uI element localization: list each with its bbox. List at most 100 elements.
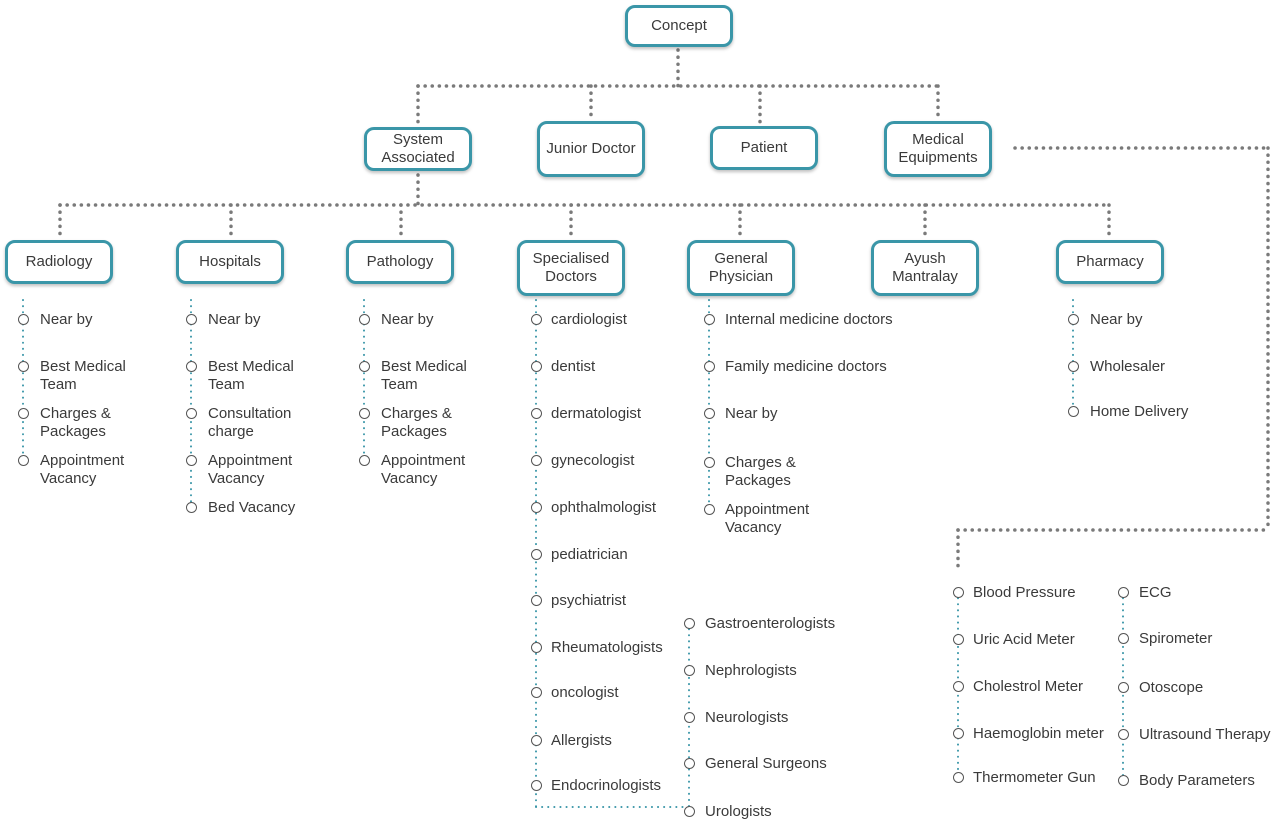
bullet <box>531 361 542 372</box>
physician-item-family-medicine: Family medicine doctors <box>725 358 887 375</box>
equipment-cholestrol-meter: Cholestrol Meter <box>973 678 1084 695</box>
node-specialised-doctors: Specialised Doctors <box>517 240 625 296</box>
bullet <box>953 772 964 783</box>
bullet <box>186 361 197 372</box>
bullet <box>531 735 542 746</box>
bullet <box>531 780 542 791</box>
node-radiology: Radiology <box>5 240 113 284</box>
specialist-item-gynecologist: gynecologist <box>551 452 635 469</box>
bullet <box>531 502 542 513</box>
node-patient: Patient <box>710 126 818 170</box>
radiology-item-charges-packages: Charges & Packages <box>40 405 111 440</box>
equipment-thermometer-gun: Thermometer Gun <box>973 769 1096 786</box>
radiology-item-appointment-vacancy: Appointment Vacancy <box>40 452 125 487</box>
bullet <box>186 314 197 325</box>
bullet <box>531 314 542 325</box>
equipment-body-parameters: Body Parameters <box>1139 772 1255 789</box>
equipment-blood-pressure: Blood Pressure <box>973 584 1076 601</box>
pathology-item-charges-packages: Charges & Packages <box>381 405 452 440</box>
equipment-haemoglobin-meter: Haemoglobin meter <box>973 725 1104 742</box>
specialist-item-neurologists: Neurologists <box>705 709 789 726</box>
hospitals-item-bed-vacancy: Bed Vacancy <box>208 499 296 516</box>
specialist-item-pediatrician: pediatrician <box>551 546 628 563</box>
bullet <box>953 681 964 692</box>
bullet <box>1118 682 1129 693</box>
node-pathology: Pathology <box>346 240 454 284</box>
node-pharmacy: Pharmacy <box>1056 240 1164 284</box>
physician-item-appointment-vacancy: Appointment Vacancy <box>725 501 810 536</box>
equipment-ultrasound-therapy: Ultrasound Therapy <box>1139 726 1271 743</box>
specialist-item-urologists: Urologists <box>705 803 772 820</box>
physician-item-charges-packages: Charges & Packages <box>725 454 796 489</box>
specialist-item-general-surgeons: General Surgeons <box>705 755 827 772</box>
bullet <box>531 455 542 466</box>
bullet <box>684 712 695 723</box>
bullet <box>186 455 197 466</box>
bullet <box>531 642 542 653</box>
bullet <box>684 665 695 676</box>
hospitals-item-appointment-vacancy: Appointment Vacancy <box>208 452 293 487</box>
pathology-item-near-by: Near by <box>381 311 434 328</box>
radiology-item-best-medical-team: Best Medical Team <box>40 358 126 393</box>
specialist-item-oncologist: oncologist <box>551 684 619 701</box>
bullet <box>684 806 695 817</box>
bullet <box>18 361 29 372</box>
specialist-item-dermatologist: dermatologist <box>551 405 642 422</box>
bullet <box>684 618 695 629</box>
bullet <box>953 728 964 739</box>
specialist-item-rheumatologists: Rheumatologists <box>551 639 663 656</box>
node-ayush-mantralay: Ayush Mantralay <box>871 240 979 296</box>
bullet <box>359 361 370 372</box>
bullet <box>1118 633 1129 644</box>
equipment-otoscope: Otoscope <box>1139 679 1204 696</box>
node-medical-equipments: Medical Equipments <box>884 121 992 177</box>
radiology-item-near-by: Near by <box>40 311 93 328</box>
bullet <box>1118 587 1129 598</box>
specialist-item-allergists: Allergists <box>551 732 612 749</box>
pathology-item-appointment-vacancy: Appointment Vacancy <box>381 452 466 487</box>
bullet <box>531 549 542 560</box>
physician-item-near-by: Near by <box>725 405 778 422</box>
specialist-item-nephrologists: Nephrologists <box>705 662 797 679</box>
bullet <box>1118 729 1129 740</box>
node-concept: Concept <box>625 5 733 47</box>
bullet <box>1068 314 1079 325</box>
bullet <box>186 502 197 513</box>
bullet <box>531 595 542 606</box>
specialist-item-dentist: dentist <box>551 358 596 375</box>
pathology-item-best-medical-team: Best Medical Team <box>381 358 467 393</box>
equipment-uric-acid-meter: Uric Acid Meter <box>973 631 1075 648</box>
bullet <box>1118 775 1129 786</box>
node-hospitals: Hospitals <box>176 240 284 284</box>
bullet <box>704 504 715 515</box>
specialist-item-gastroenterologists: Gastroenterologists <box>705 615 836 632</box>
bullet <box>1068 406 1079 417</box>
node-system-associated: System Associated <box>364 127 472 171</box>
bullet <box>684 758 695 769</box>
equipment-ecg: ECG <box>1139 584 1172 601</box>
bullet <box>1068 361 1079 372</box>
bullet <box>704 408 715 419</box>
pharmacy-item-home-delivery: Home Delivery <box>1090 403 1189 420</box>
node-general-physician: General Physician <box>687 240 795 296</box>
hospitals-item-near-by: Near by <box>208 311 261 328</box>
bullet <box>953 634 964 645</box>
bullet <box>704 314 715 325</box>
equipment-spirometer: Spirometer <box>1139 630 1213 647</box>
physician-item-internal-medicine: Internal medicine doctors <box>725 311 893 328</box>
bullet <box>704 361 715 372</box>
bullet <box>359 408 370 419</box>
bullet <box>359 314 370 325</box>
bullet <box>18 408 29 419</box>
node-junior-doctor: Junior Doctor <box>537 121 645 177</box>
bullet <box>186 408 197 419</box>
hospitals-item-best-medical-team: Best Medical Team <box>208 358 294 393</box>
pharmacy-item-near-by: Near by <box>1090 311 1143 328</box>
specialist-item-endocrinologists: Endocrinologists <box>551 777 662 794</box>
pharmacy-item-wholesaler: Wholesaler <box>1090 358 1166 375</box>
bullet <box>18 455 29 466</box>
specialist-item-psychiatrist: psychiatrist <box>551 592 627 609</box>
bullet <box>531 687 542 698</box>
